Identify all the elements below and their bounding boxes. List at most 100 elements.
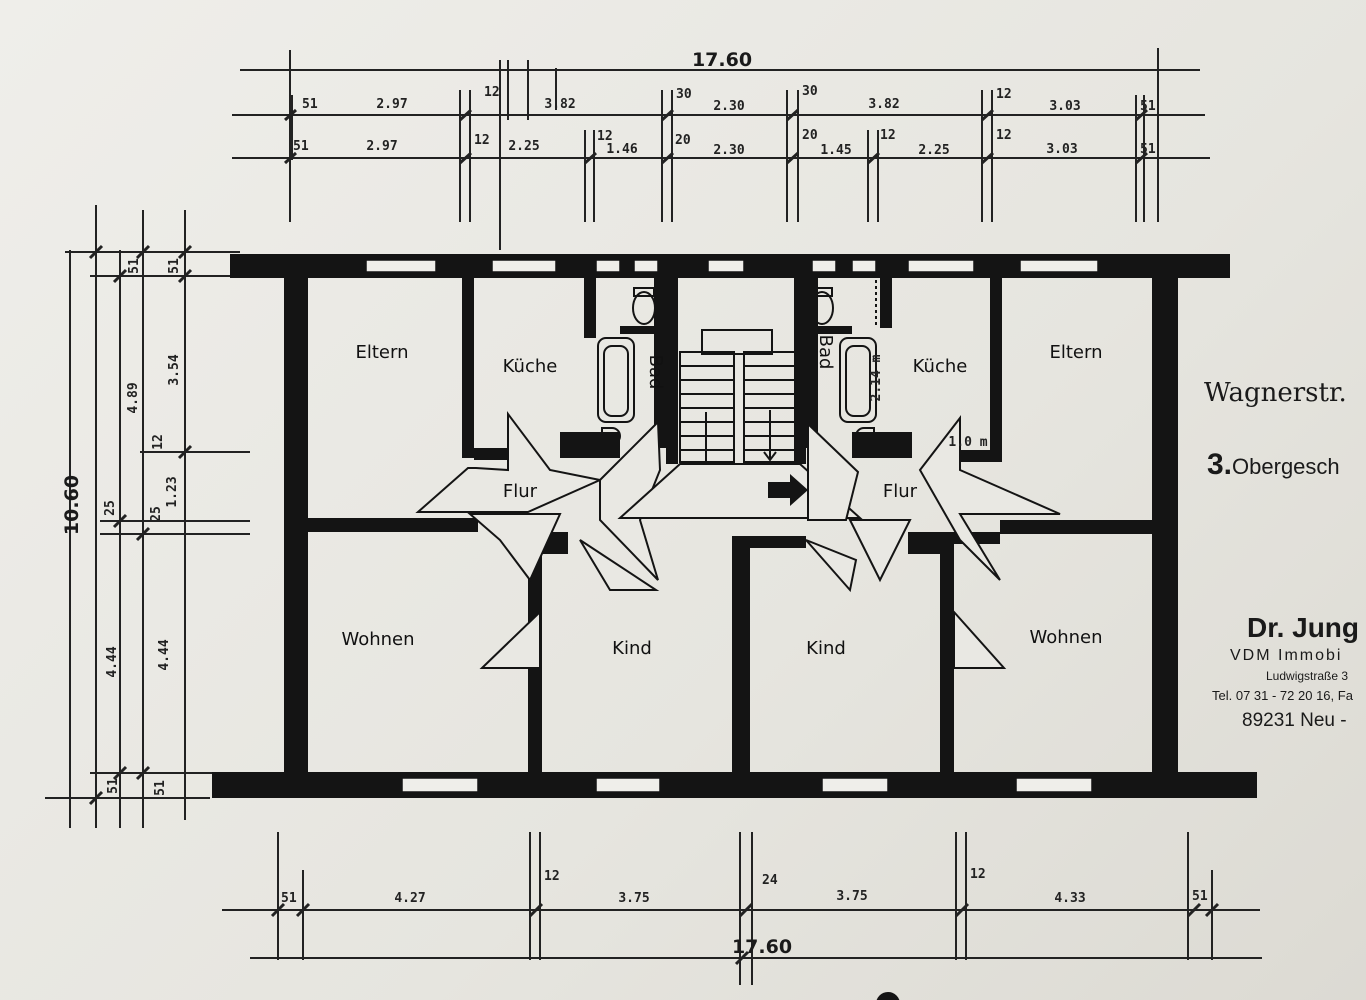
bottom-dim-8: 4.33 <box>1054 891 1085 906</box>
room-label-kind-left: Kind <box>612 638 652 659</box>
window-top-7 <box>851 259 877 273</box>
floor-text: Obergesch <box>1232 454 1340 479</box>
wall-stair-left <box>666 278 678 464</box>
top-dim-1-7: 30 <box>802 84 818 99</box>
sink-right <box>855 427 875 445</box>
wall-kitchen-left <box>462 278 474 458</box>
door-arrow-flur-right-1 <box>807 421 860 521</box>
top-dim-1-6: 2.30 <box>713 99 744 114</box>
top-dim-2-9: 20 <box>802 128 818 143</box>
wall-kitchen-right <box>990 278 1002 460</box>
room-label-wohnen-left: Wohnen <box>341 629 414 650</box>
window-top-5 <box>707 259 745 273</box>
wall-kind-center <box>732 536 750 772</box>
left-dim-outer-1: 51 <box>127 258 142 274</box>
door-arrow-flur-left-2 <box>467 513 562 582</box>
top-dim-2-3: 12 <box>474 133 490 148</box>
wall-bath-left-right <box>654 278 666 448</box>
left-dim-outer-4: 4.44 <box>105 646 120 677</box>
top-dimension-ticks <box>283 108 1149 165</box>
room-label-flur-right: Flur <box>883 481 918 502</box>
wall-bath-left-top <box>584 278 596 338</box>
window-bottom-4 <box>1015 777 1093 793</box>
sink-left <box>601 427 621 445</box>
left-dim-inner-7: 51 <box>153 780 168 796</box>
toilet-right <box>810 291 834 325</box>
top-dim-1-2: 2.97 <box>376 97 407 112</box>
left-dim-inner-5: 25 <box>149 506 164 522</box>
wall-bath-right-bottom <box>852 432 912 458</box>
top-dim-2-8: 2.30 <box>713 143 744 158</box>
top-dim-1-10: 3.03 <box>1049 99 1080 114</box>
top-dim-2-11: 12 <box>880 128 896 143</box>
window-bottom-2 <box>595 777 661 793</box>
window-top-2 <box>491 259 557 273</box>
staircase <box>679 329 797 463</box>
company-subtitle: VDM Immobi <box>1230 647 1343 664</box>
company-city: 89231 Neu - <box>1242 710 1347 731</box>
top-dim-2-10: 1.45 <box>820 143 851 158</box>
annotation-kitchen-right-dim: 1.0 m <box>948 435 987 450</box>
sanitary-fixtures <box>597 287 877 445</box>
wall-right <box>1152 254 1178 772</box>
top-dim-1-11: 51 <box>1140 99 1156 114</box>
top-dim-2-5: 12 <box>597 129 613 144</box>
door-arrows <box>415 411 1061 669</box>
company-name: Dr. Jung <box>1247 612 1360 643</box>
window-top-6 <box>811 259 837 273</box>
top-dim-1-8: 3.82 <box>868 97 899 112</box>
window-top-4 <box>633 259 659 273</box>
top-dim-2-1: 51 <box>293 139 309 154</box>
left-dim-inner-2: 3.54 <box>167 354 182 385</box>
window-bottom-1 <box>401 777 479 793</box>
top-dim-2-15: 51 <box>1140 142 1156 157</box>
top-dim-2-12: 2.25 <box>918 143 949 158</box>
window-top-3 <box>595 259 621 273</box>
company-phone: Tel. 07 31 - 72 20 16, Fa <box>1212 688 1353 703</box>
window-top-9 <box>1019 259 1099 273</box>
window-top-8 <box>907 259 975 273</box>
top-total-dimension: 17.60 <box>692 49 752 71</box>
room-label-eltern-left: Eltern <box>356 342 409 363</box>
top-dim-2-2: 2.97 <box>366 139 397 154</box>
window-bottom-3 <box>821 777 889 793</box>
left-dim-outer-2: 4.89 <box>126 382 141 413</box>
bottom-dim-5: 24 <box>762 873 778 888</box>
room-label-flur-left: Flur <box>503 481 538 502</box>
door-arrow-kind-left <box>579 539 660 591</box>
page-dot <box>876 992 900 1000</box>
top-dim-2-4: 2.25 <box>508 139 539 154</box>
wall-bath-right-wc <box>818 326 852 334</box>
door-arrow-landing <box>617 463 863 519</box>
left-dim-inner-4: 1.23 <box>165 476 180 507</box>
windows <box>365 259 1099 793</box>
wall-left <box>284 254 308 798</box>
bottom-dim-7: 12 <box>970 867 986 882</box>
top-dim-2-13: 12 <box>996 128 1012 143</box>
left-dim-inner-6: 4.44 <box>157 639 172 670</box>
bottom-dimension-lines <box>222 832 1262 985</box>
wall-bottom <box>212 772 1257 798</box>
bottom-dim-3: 12 <box>544 869 560 884</box>
door-arrow-wohnen-right <box>953 609 1007 669</box>
top-dim-2-14: 3.03 <box>1046 142 1077 157</box>
annotation-bath-right-dim: 2.14 m <box>869 354 884 401</box>
top-dim-1-3: 12 <box>484 85 500 100</box>
left-dim-outer-3: 25 <box>103 500 118 516</box>
bottom-total-dimension: 17.60 <box>732 936 792 958</box>
floor-label: 3.Obergesch <box>1207 448 1340 482</box>
top-dim-2-6: 1.46 <box>606 142 637 157</box>
top-dim-1-1: 51 <box>302 97 318 112</box>
wall-bath-right-top <box>880 278 892 328</box>
bottom-dim-6: 3.75 <box>836 889 867 904</box>
floor-number: 3. <box>1207 448 1233 481</box>
door-arrow-kind-right <box>805 539 858 593</box>
bottom-dimension-ticks <box>270 902 1220 966</box>
left-dimension-ticks <box>88 244 193 806</box>
left-dim-inner-1: 51 <box>167 258 182 274</box>
room-label-kueche-right: Küche <box>913 356 968 377</box>
top-dim-2-7: 20 <box>675 133 691 148</box>
top-dimension-lines <box>232 48 1210 250</box>
